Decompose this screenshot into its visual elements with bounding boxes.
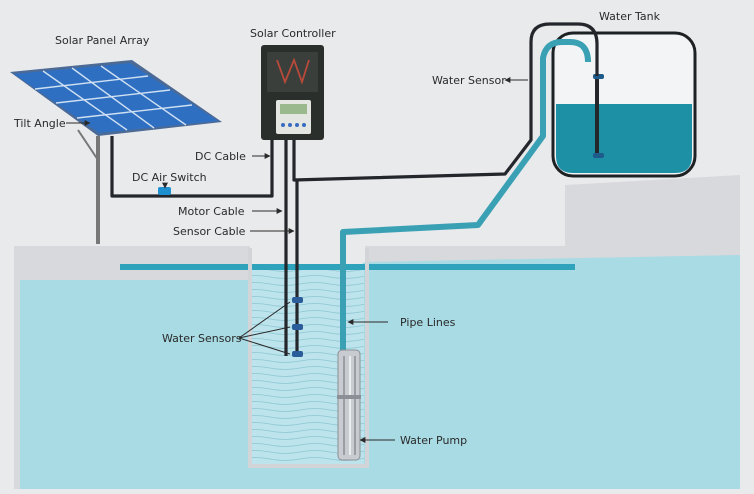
ground	[14, 175, 740, 489]
dc-air-switch	[158, 187, 171, 195]
label-dc-cable: DC Cable	[195, 150, 246, 163]
label-pipe-lines: Pipe Lines	[400, 316, 456, 329]
label-sensor-cable: Sensor Cable	[173, 225, 246, 238]
label-tilt-angle: Tilt Angle	[13, 117, 66, 130]
controller-display	[280, 104, 307, 114]
water-level-line	[120, 264, 575, 270]
solar-controller	[261, 45, 324, 140]
label-dc-air-switch: DC Air Switch	[132, 171, 207, 184]
label-solar-controller: Solar Controller	[250, 27, 336, 40]
pipe-line	[340, 39, 591, 360]
water-body	[20, 255, 740, 489]
tank-sensor-cable	[292, 22, 599, 182]
label-water-pump: Water Pump	[400, 434, 467, 447]
label-motor-cable: Motor Cable	[178, 205, 245, 218]
water-tank	[551, 31, 697, 178]
label-water-tank: Water Tank	[599, 10, 661, 23]
well-water-sensors	[292, 297, 303, 357]
tank-water	[556, 104, 692, 173]
cables	[110, 22, 599, 356]
label-water-sensor: Water Sensor	[432, 74, 506, 87]
solar-panel-array	[10, 60, 222, 244]
dc-cable	[110, 136, 274, 198]
leader-arrows	[66, 77, 528, 443]
water-pump	[337, 349, 361, 461]
label-solar-panel-array: Solar Panel Array	[55, 34, 150, 47]
label-water-sensors: Water Sensors	[162, 332, 242, 345]
